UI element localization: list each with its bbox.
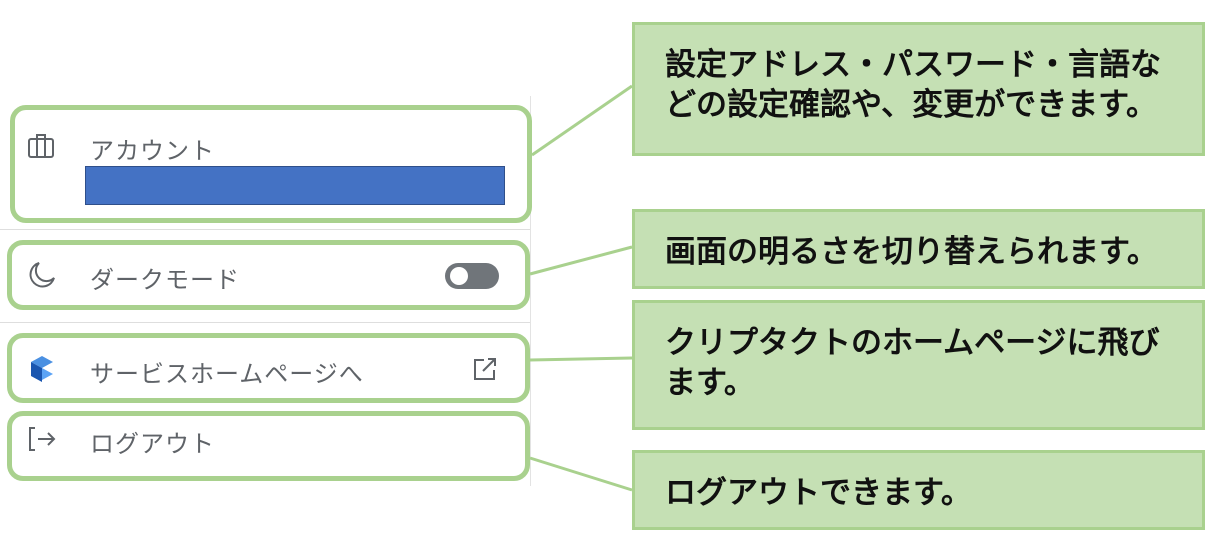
dark-mode-label: ダークモード (90, 266, 240, 294)
toggle-knob (450, 267, 468, 285)
logout-label: ログアウト (90, 430, 215, 458)
note-logout: ログアウトできます。 (632, 450, 1205, 530)
highlight-account (10, 105, 532, 223)
divider (0, 322, 530, 323)
highlight-service-home (7, 333, 530, 403)
account-email-redacted (85, 166, 505, 205)
note-account: 設定アドレス・パスワード・言語などの設定確認や、変更ができます。 (632, 22, 1205, 156)
highlight-dark-mode (7, 240, 530, 310)
briefcase-icon (26, 131, 56, 161)
note-dark-mode: 画面の明るさを切り替えられます。 (632, 209, 1205, 289)
account-label: アカウント (90, 137, 215, 165)
highlight-logout (7, 411, 530, 481)
dark-mode-toggle[interactable] (445, 263, 499, 289)
moon-icon (27, 260, 57, 290)
external-link-icon[interactable] (470, 354, 500, 384)
settings-menu (0, 96, 531, 486)
logout-icon (27, 424, 57, 454)
divider (0, 229, 530, 230)
note-service-home: クリプタクトのホームページに飛びます。 (632, 300, 1205, 430)
service-home-label: サービスホームページへ (90, 360, 364, 388)
cryptact-logo-icon (27, 354, 57, 384)
